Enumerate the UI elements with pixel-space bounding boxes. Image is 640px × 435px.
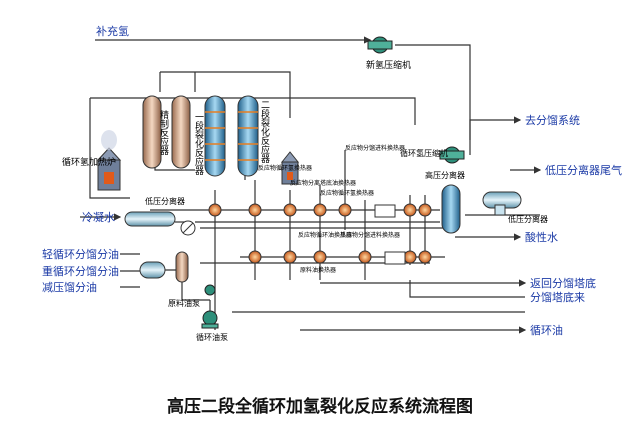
second-heater [280, 151, 300, 185]
feed-mixer-vessel [139, 251, 189, 283]
return-fractionator-label: 返回分馏塔底 [530, 276, 596, 290]
heat-exchangers [208, 203, 432, 265]
hx-7 [418, 203, 432, 217]
condensate-valve [180, 220, 196, 236]
hx-3 [283, 203, 297, 217]
recycle-h2-heater-label: 循环氢加热炉 [62, 156, 116, 168]
lp-separator-right [482, 191, 522, 216]
refining-reactor-1 [142, 95, 162, 169]
feed-pump [204, 284, 216, 296]
hx-label-1: 反应物循环氢换热器 [258, 164, 312, 172]
recycle-oil-label: 循环油 [530, 323, 563, 337]
condensate-water-label: 冷凝水 [82, 210, 115, 224]
recycle-oil-pump-label: 循环油泵 [196, 332, 228, 342]
recycle-h2-heater [96, 130, 122, 191]
makeup-h2-label: 补充氢 [96, 24, 129, 38]
refining-reactor-label: 精制反应器 [158, 109, 169, 155]
hx-12 [403, 250, 417, 264]
hx-label-5: 反应物循环油换热器 [298, 231, 352, 239]
new-h2-compressor-label: 新氢压缩机 [366, 59, 411, 71]
hx-6 [403, 203, 417, 217]
hx-5 [338, 203, 352, 217]
hx-label-6: 原料油换热器 [300, 266, 336, 274]
hx-label-2: 反应物分离塔底油换热器 [290, 179, 356, 187]
recycle-h2-compressor [439, 146, 465, 164]
acid-water-label: 酸性水 [525, 230, 558, 244]
hx-4 [313, 203, 327, 217]
recycle-h2-compressor-label: 循环氢压缩机 [400, 148, 448, 158]
feed-pump-label: 原料油泵 [168, 298, 200, 308]
hx-2 [248, 203, 262, 217]
first-stage-cracking-reactor-label: 一段裂化反应器 [193, 112, 204, 175]
second-stage-cracking-reactor-label: 二段裂化反应器 [259, 100, 270, 163]
lp-separator-left [124, 211, 176, 227]
air-cooler-1 [374, 204, 396, 218]
hx-13 [418, 250, 432, 264]
hx-8 [248, 250, 262, 264]
to-fractionation-label: 去分馏系统 [525, 113, 580, 127]
heavy-cycle-label: 重循环分馏分油 [42, 264, 119, 278]
recycle-oil-pump [201, 310, 219, 329]
second-stage-cracking-reactor [237, 95, 259, 177]
lp-tail-gas-label: 低压分离器尾气 [545, 163, 622, 177]
hx-11 [358, 250, 372, 264]
light-cycle-label: 轻循环分馏分油 [42, 247, 119, 261]
hx-label-4: 反应物分馏进料换热器 [345, 144, 405, 152]
hp-separator [441, 184, 461, 234]
hx-label-7: 反应物分馏进料换热器 [340, 231, 400, 239]
fractionator-bottom-label: 分馏塔底来 [530, 290, 585, 304]
hx-10 [313, 250, 327, 264]
lp-separator-right-label: 低压分离器 [508, 214, 548, 224]
hx-9 [283, 250, 297, 264]
refining-reactor-2 [171, 95, 191, 169]
air-cooler-2 [384, 251, 406, 265]
vacuum-fraction-label: 减压馏分油 [42, 280, 97, 294]
first-stage-cracking-reactor [204, 95, 226, 177]
hx-1 [208, 203, 222, 217]
diagram-caption: 高压二段全循环加氢裂化反应系统流程图 [167, 396, 473, 417]
hp-separator-label: 高压分离器 [425, 170, 465, 180]
hx-label-3: 反应物循环氢换热器 [320, 189, 374, 197]
new-h2-compressor [367, 36, 393, 54]
lp-separator-left-label: 低压分离器 [145, 196, 185, 206]
